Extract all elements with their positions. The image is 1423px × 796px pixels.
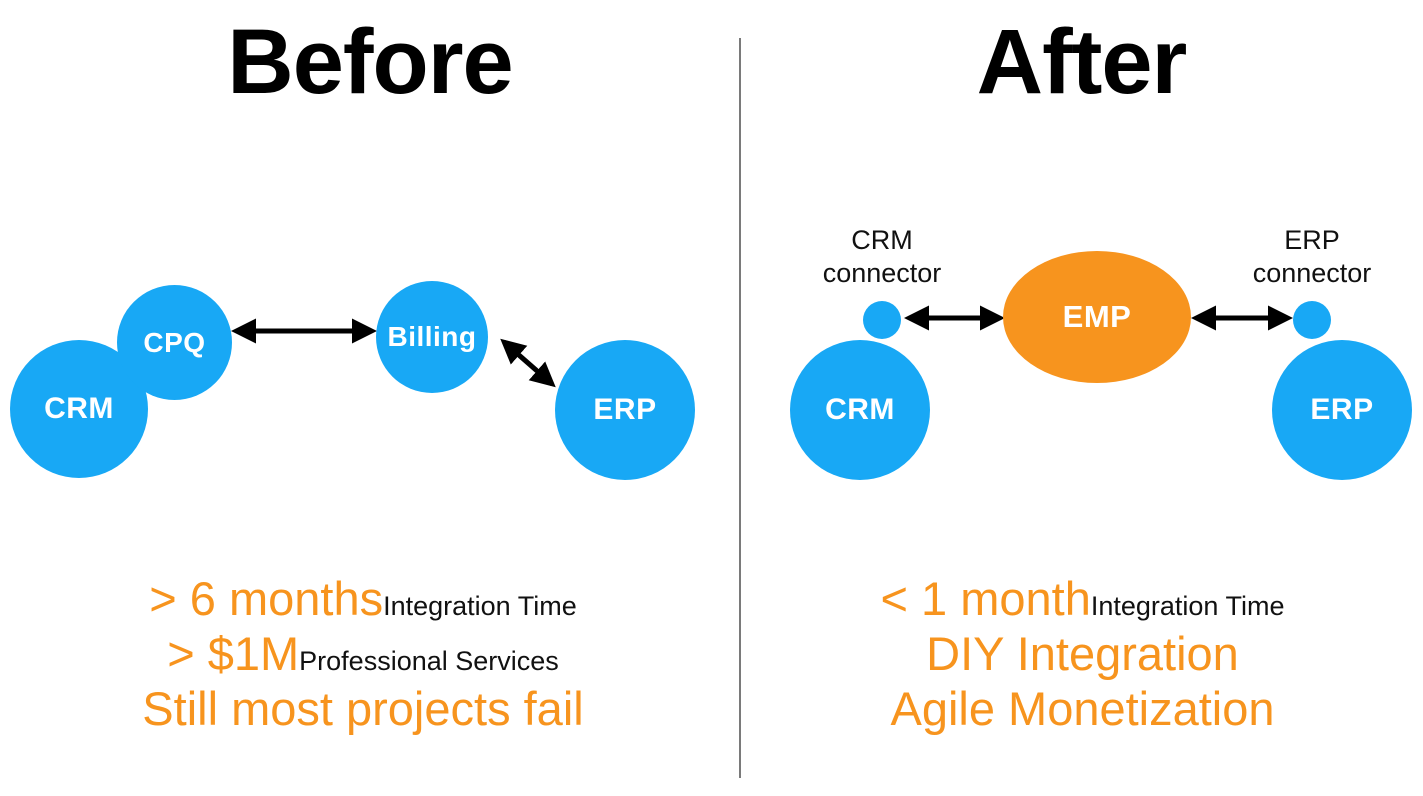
crm-connector-label: CRM connector [822,225,942,288]
before-panel-title: Before [227,11,513,113]
after-stat-row-3: Agile Monetization [890,681,1275,735]
node-emp[interactable]: EMP [1003,251,1191,383]
arrow-billing-erp [500,338,556,388]
node-erp-connector[interactable] [1293,301,1331,339]
before-stat-caption-1: Integration Time [383,591,577,621]
panel-divider [739,38,741,778]
node-cpq[interactable]: CPQ [117,285,232,400]
after-stats: < 1 monthIntegration Time DIY Integratio… [740,572,1423,737]
after-panel-title: After [976,11,1188,113]
before-stat-row-2: > $1MProfessional Services [0,627,720,682]
after-stat-caption-1: Integration Time [1090,591,1285,621]
after-stat-row-2: DIY Integration [926,626,1239,680]
before-stats: > 6 monthsIntegration Time > $1MProfessi… [0,572,720,737]
before-stat-row-1: > 6 monthsIntegration Time [0,572,720,627]
before-stat-row-3: Still most projects fail [142,681,584,735]
node-crm-after[interactable]: CRM [790,340,930,480]
node-billing[interactable]: Billing [376,281,488,393]
after-stat-value-1: < 1 month [880,572,1091,625]
node-crm-connector[interactable] [863,301,901,339]
before-stat-value-2: > $1M [167,626,300,680]
before-stat-value-1: > 6 months [149,572,384,625]
before-stat-caption-2: Professional Services [299,645,559,676]
node-erp-after[interactable]: ERP [1272,340,1412,480]
node-erp-before[interactable]: ERP [555,340,695,480]
after-stat-row-1: < 1 monthIntegration Time [740,572,1423,627]
erp-connector-label: ERP connector [1252,225,1372,288]
